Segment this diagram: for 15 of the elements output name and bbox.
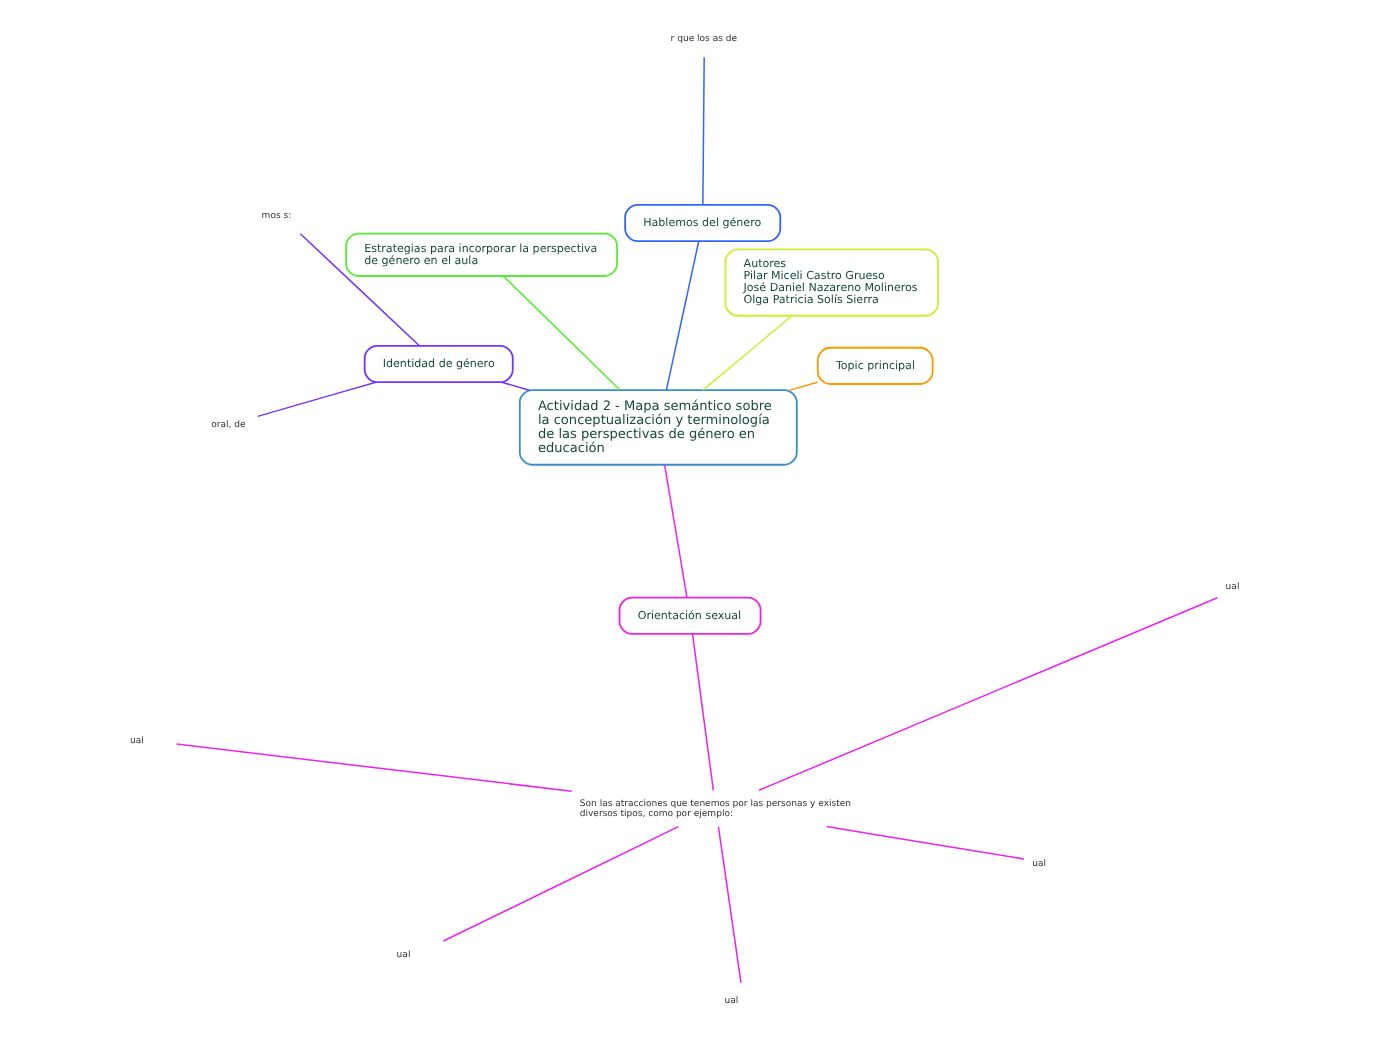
connector <box>441 825 679 942</box>
connector <box>701 56 704 206</box>
connector <box>664 240 699 391</box>
connector <box>701 315 792 391</box>
connector <box>690 633 714 792</box>
connector <box>256 381 376 418</box>
connector <box>298 232 420 347</box>
connector <box>757 597 1218 791</box>
connector <box>501 275 620 391</box>
connector <box>788 381 818 391</box>
connector <box>499 381 530 391</box>
connector <box>662 464 687 599</box>
connector <box>824 825 1024 860</box>
connector <box>716 826 741 984</box>
connector <box>174 743 572 792</box>
